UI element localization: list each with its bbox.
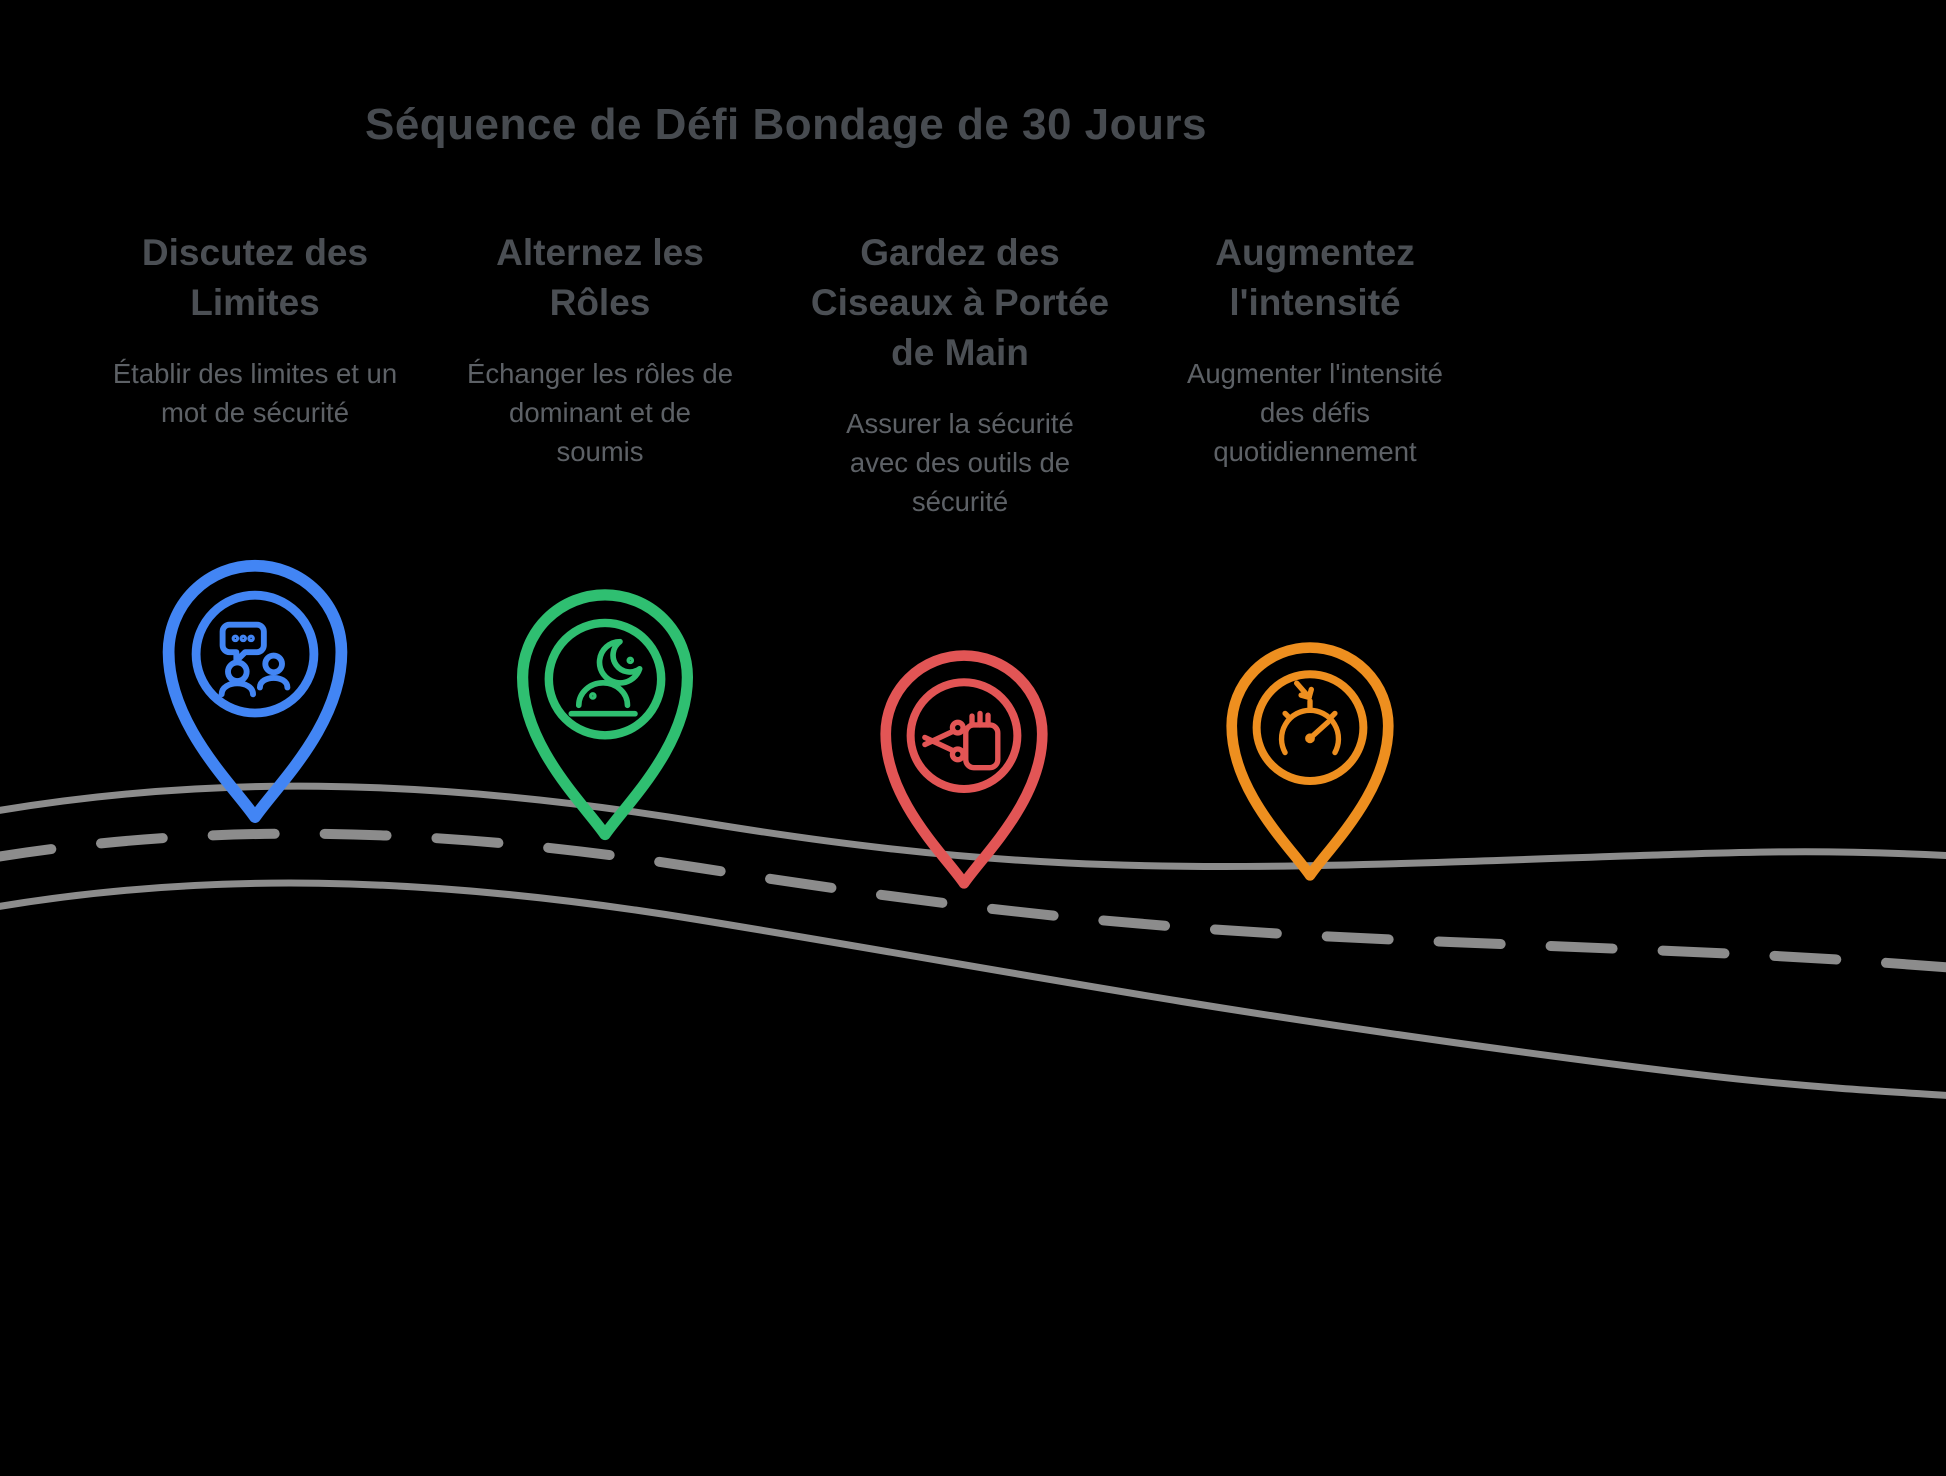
- pin-outline: [516, 589, 694, 841]
- page-title: Séquence de Défi Bondage de 30 Jours: [364, 100, 1207, 149]
- pin-outline: [162, 559, 348, 823]
- step-heading: Discutez des Limites: [141, 232, 369, 323]
- road-top-edge: [0, 782, 1946, 870]
- step-description: Augmenter l'intensité des défis quotidie…: [1187, 357, 1443, 467]
- step-column-3: Gardez des Ciseaux à Portée de Main Assu…: [790, 228, 1130, 521]
- road-bottom-edge: [0, 879, 1946, 1099]
- gauge-icon: [1278, 680, 1342, 756]
- pin-inner-circle: [906, 678, 1022, 794]
- pin-marker-discutez-des-limites: [147, 544, 363, 829]
- step-heading: Gardez des Ciseaux à Portée de Main: [810, 232, 1110, 373]
- pin-inner-circle: [1252, 670, 1368, 786]
- road-center-dashed-line: [0, 828, 1946, 973]
- scissors-hand-icon: [922, 710, 1001, 771]
- step-description: Établir des limites et un mot de sécurit…: [112, 357, 398, 428]
- pin-inner-circle: [191, 590, 319, 718]
- step-column-4: Augmentez l'intensité Augmenter l'intens…: [1150, 228, 1480, 471]
- chat-people-icon: [218, 621, 291, 698]
- step-heading: Alternez les Rôles: [496, 232, 704, 323]
- pin-marker-alternez-les-roles: [502, 574, 708, 846]
- pin-outline: [880, 650, 1048, 889]
- step-column-1: Discutez des Limites Établir des limites…: [90, 228, 420, 432]
- pin-marker-augmentez-intensite: [1212, 628, 1408, 886]
- step-description: Assurer la sécurité avec des outils de s…: [846, 407, 1074, 517]
- pin-outline: [1226, 642, 1394, 881]
- pin-marker-gardez-des-ciseaux: [866, 636, 1062, 894]
- step-column-2: Alternez les Rôles Échanger les rôles de…: [445, 228, 755, 471]
- theater-masks-icon: [568, 638, 643, 717]
- pin-inner-circle: [544, 618, 666, 740]
- step-description: Échanger les rôles de dominant et de sou…: [467, 357, 733, 467]
- step-heading: Augmentez l'intensité: [1215, 232, 1415, 323]
